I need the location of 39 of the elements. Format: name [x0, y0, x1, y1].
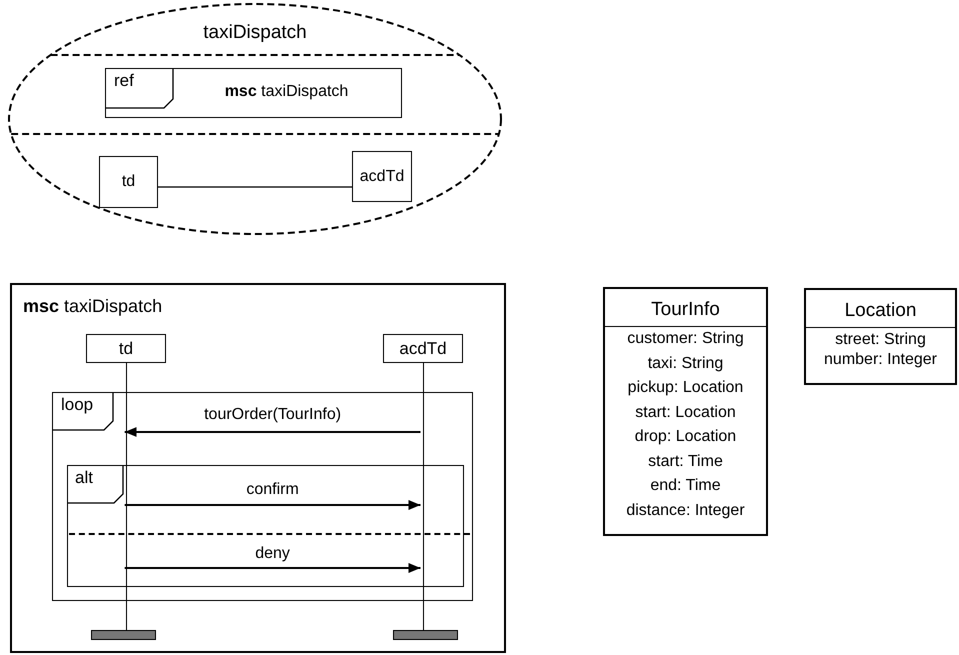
- class-box: [603, 287, 768, 536]
- lifeline-end-bar: [393, 630, 458, 640]
- reference-name: msc taxiDispatch: [224, 83, 350, 101]
- frame-tag: ref: [106, 69, 173, 108]
- attribute: number: Integer: [823, 350, 938, 370]
- attribute: distance: Integer: [625, 500, 746, 520]
- message-arrow: [124, 500, 420, 510]
- lifeline-head: acdTd: [383, 334, 463, 363]
- attribute: start: Location: [634, 402, 737, 422]
- class-box: [804, 288, 957, 385]
- reference-box: [105, 68, 402, 118]
- frame-tag: loop: [53, 393, 113, 430]
- message-label: tourOrder(TourInfo): [203, 406, 342, 424]
- class-name: TourInfo: [605, 289, 766, 327]
- attribute: end: Time: [649, 476, 722, 496]
- class-name: Location: [806, 290, 955, 328]
- attribute: pickup: Location: [626, 378, 744, 398]
- loop-fragment: [52, 392, 473, 601]
- message-label: deny: [254, 545, 291, 563]
- lifeline-end-bar: [91, 630, 156, 640]
- message-label: confirm: [245, 481, 300, 499]
- attribute: drop: Location: [634, 427, 738, 446]
- frame-title: msc taxiDispatch: [23, 297, 162, 317]
- sequence-frame: [10, 283, 506, 653]
- collaboration-title: taxiDispatch: [202, 23, 308, 44]
- fragment-tag: alt: [67, 465, 123, 503]
- message-arrow: [124, 563, 420, 573]
- lifeline: [126, 363, 127, 630]
- lifeline-head: td: [86, 334, 166, 363]
- attribute: start: Time: [647, 452, 724, 471]
- attribute: taxi: String: [646, 354, 724, 373]
- lifeline: [422, 363, 424, 630]
- connector-line: [158, 186, 352, 188]
- part-box: td: [99, 156, 158, 208]
- collaboration-ellipse: [8, 3, 502, 235]
- message-arrow: [124, 427, 420, 437]
- attribute: street: String: [834, 330, 927, 350]
- part-box: acdTd: [352, 151, 412, 202]
- attribute: customer: String: [626, 329, 745, 348]
